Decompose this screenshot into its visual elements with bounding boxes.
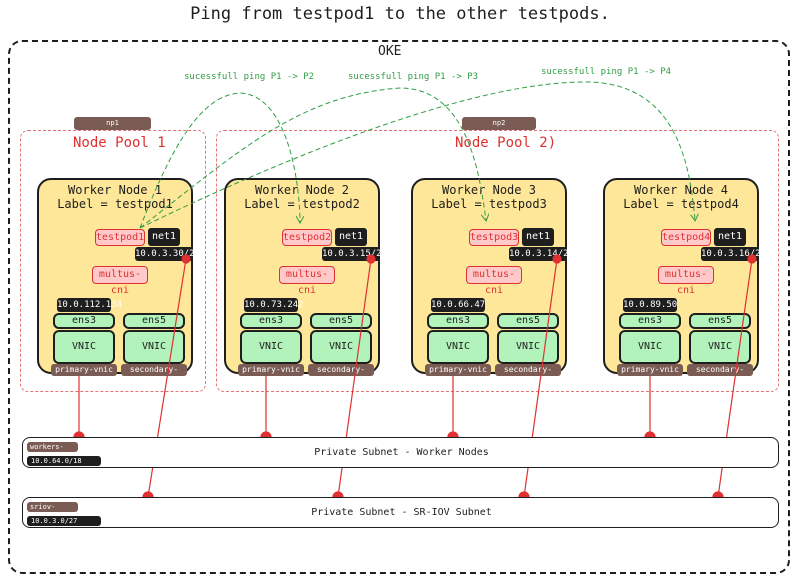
- ens3-interface-2: ens3: [240, 313, 302, 329]
- primary-vnic-tag-3: primary-vnic: [425, 364, 491, 376]
- pod-ip-3: 10.0.3.14/27: [509, 247, 575, 261]
- node-pool-1: [20, 130, 206, 392]
- primary-vnic-tag-1: primary-vnic: [51, 364, 117, 376]
- ping-label-p1-p4: sucessfull ping P1 -> P4: [541, 67, 672, 77]
- secondary-vnic-tag-3: secondary-vnic: [495, 364, 561, 386]
- node-pool-2: [216, 130, 779, 392]
- worker-node-1-title: Worker Node 1: [68, 183, 162, 197]
- ping-path-p1-p4: [139, 81, 695, 229]
- ens5-interface-2: ens5: [310, 313, 372, 329]
- worker-subnet-label: Private Subnet - Worker Nodes: [314, 447, 489, 458]
- multus-cni-2: multus-cni: [279, 266, 335, 296]
- ens3-interface-3: ens3: [427, 313, 489, 329]
- ens3-interface-1: ens3: [53, 313, 115, 329]
- worker-node-3-title: Worker Node 3: [442, 183, 536, 197]
- ping-label-p1-p3: sucessfull ping P1 -> P3: [348, 72, 479, 82]
- primary-vnic-tag-2: primary-vnic: [238, 364, 304, 376]
- worker-node-1-label: Label = testpod1: [57, 197, 173, 211]
- multus-cni-3: multus-cni: [466, 266, 522, 296]
- secondary-vnic-3[interactable]: VNIC: [497, 330, 559, 364]
- worker-node-3-label: Label = testpod3: [431, 197, 547, 211]
- ping-path-p1-p3: [139, 87, 486, 229]
- diagram-title: Ping from testpod1 to the other testpods…: [190, 4, 610, 24]
- worker-node-2-title: Worker Node 2: [255, 183, 349, 197]
- sriov-subnet: sriov-sqftga 10.0.3.0/27 Private Subnet …: [22, 497, 779, 528]
- sriov-subnet-label: Private Subnet - SR-IOV Subnet: [311, 507, 492, 518]
- pod-ip-4: 10.0.3.16/27: [701, 247, 767, 261]
- testpod-4[interactable]: testpod4: [661, 229, 711, 246]
- primary-vnic-2[interactable]: VNIC: [240, 330, 302, 364]
- node-ip-3: 10.0.66.47: [431, 298, 486, 312]
- ens3-interface-4: ens3: [619, 313, 681, 329]
- node-pool-1-tag: np1: [74, 117, 151, 130]
- secondary-vnic-tag-2: secondary-vnic: [308, 364, 374, 386]
- secondary-vnic-2[interactable]: VNIC: [310, 330, 372, 364]
- pod-ip-2: 10.0.3.15/27: [322, 247, 388, 261]
- ping-label-p1-p2: sucessfull ping P1 -> P2: [184, 72, 315, 82]
- net1-interface-2: net1: [335, 228, 367, 246]
- worker-node-4-label: Label = testpod4: [623, 197, 739, 211]
- ens5-interface-1: ens5: [123, 313, 185, 329]
- worker-node-4-title: Worker Node 4: [634, 183, 728, 197]
- secondary-vnic-tag-1: secondary-vnic: [121, 364, 187, 386]
- ping-path-p1-p2: [139, 92, 300, 229]
- primary-vnic-3[interactable]: VNIC: [427, 330, 489, 364]
- multus-cni-1: multus-cni: [92, 266, 148, 296]
- node-ip-1: 10.0.112.134: [57, 298, 123, 312]
- oke-cluster-label: OKE: [378, 44, 402, 59]
- sriov-subnet-cidr: 10.0.3.0/27: [27, 516, 101, 526]
- secondary-vnic-1[interactable]: VNIC: [123, 330, 185, 364]
- net1-interface-1: net1: [148, 228, 180, 246]
- net1-interface-3: net1: [522, 228, 554, 246]
- pod-ip-1: 10.0.3.30/27: [135, 247, 201, 261]
- worker-node-2-label: Label = testpod2: [244, 197, 360, 211]
- secondary-vnic-4[interactable]: VNIC: [689, 330, 751, 364]
- testpod-2[interactable]: testpod2: [282, 229, 332, 246]
- ens5-interface-4: ens5: [689, 313, 751, 329]
- node-ip-2: 10.0.73.242: [244, 298, 304, 312]
- node-pool-2-title: Node Pool 2): [455, 135, 557, 151]
- net1-interface-4: net1: [714, 228, 746, 246]
- node-pool-1-title: Node Pool 1: [73, 135, 166, 151]
- testpod-1[interactable]: testpod1: [95, 229, 145, 246]
- ens5-interface-3: ens5: [497, 313, 559, 329]
- node-ip-4: 10.0.89.50: [623, 298, 678, 312]
- worker-subnet-cidr: 10.0.64.0/18: [27, 456, 101, 466]
- primary-vnic-4[interactable]: VNIC: [619, 330, 681, 364]
- oke-cluster-boundary: [8, 40, 790, 574]
- primary-vnic-tag-4: primary-vnic: [617, 364, 683, 376]
- multus-cni-4: multus-cni: [658, 266, 714, 296]
- testpod-3[interactable]: testpod3: [469, 229, 519, 246]
- worker-subnet: workers-sqftga 10.0.64.0/18 Private Subn…: [22, 437, 779, 468]
- primary-vnic-1[interactable]: VNIC: [53, 330, 115, 364]
- node-pool-2-tag: np2: [462, 117, 536, 130]
